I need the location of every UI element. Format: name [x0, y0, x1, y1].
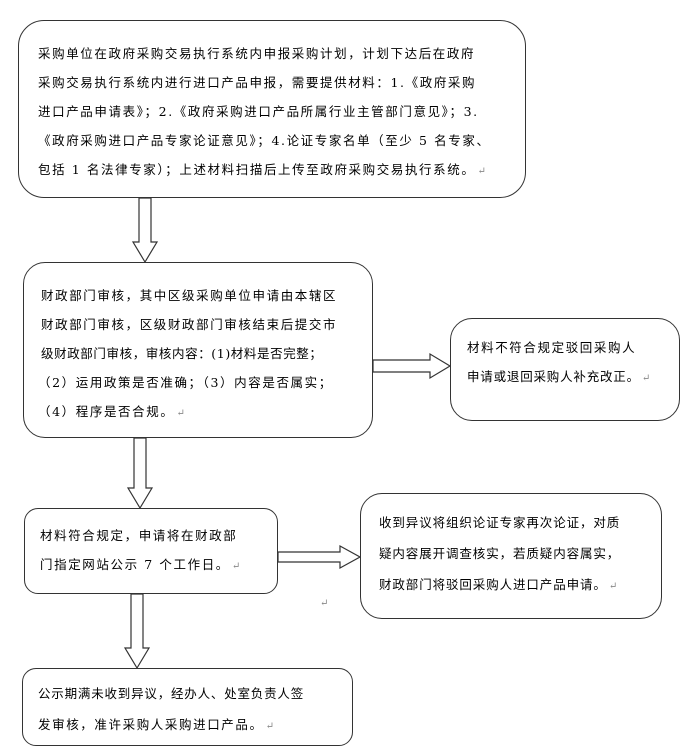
- text-line: 材料符合规定，申请将在财政部: [40, 528, 238, 543]
- text-line: 采购单位在政府采购交易执行系统内申报采购计划，计划下达后在政府: [38, 46, 476, 61]
- arrow-right-1: [372, 352, 452, 380]
- text-line: 财政部门将驳回采购人进口产品申请。: [379, 577, 607, 592]
- return-mark-icon: ↵: [641, 373, 652, 384]
- return-mark-icon: ↵: [320, 598, 329, 609]
- return-mark-icon: ↵: [477, 166, 488, 177]
- text-line: 材料不符合规定驳回采购人: [467, 340, 637, 355]
- text-line: 公示期满未收到异议，经办人、处室负责人签: [38, 686, 305, 701]
- arrow-right-2: [277, 544, 362, 570]
- step-publicize: 材料符合规定，申请将在财政部 门指定网站公示 7 个工作日。↵: [24, 508, 278, 594]
- return-mark-icon: ↵: [265, 721, 276, 732]
- text-line: 申请或退回采购人补充改正。: [467, 369, 640, 384]
- text-line: 财政部门审核，其中区级采购单位申请由本辖区: [41, 288, 338, 303]
- step-objection: 收到异议将组织论证专家再次论证，对质 疑内容展开调查核实，若质疑内容属实， 财政…: [360, 493, 662, 619]
- step-submit-application: 采购单位在政府采购交易执行系统内申报采购计划，计划下达后在政府 采购交易执行系统…: [18, 20, 526, 198]
- arrow-down-2: [126, 437, 154, 510]
- text-line: 进口产品申请表》；2.《政府采购进口产品所属行业主管部门意见》；3.: [38, 104, 479, 119]
- step-reject: 材料不符合规定驳回采购人 申请或退回采购人补充改正。↵: [450, 318, 680, 421]
- text-line: 财政部门审核，区级财政部门审核结束后提交市: [41, 317, 338, 332]
- step-approve: 公示期满未收到异议，经办人、处室负责人签 发审核，准许采购人采购进口产品。↵: [22, 668, 353, 746]
- text-line: 《政府采购进口产品专家论证意见》；4.论证专家名单（至少 5 名专家、: [38, 133, 491, 148]
- arrow-down-1: [131, 197, 159, 264]
- text-line: （4）程序是否合规。: [38, 404, 175, 419]
- step-finance-review: 财政部门审核，其中区级采购单位申请由本辖区 财政部门审核，区级财政部门审核结束后…: [23, 262, 373, 438]
- text-line: 级财政部门审核，审核内容：(1)材料是否完整；: [41, 346, 323, 361]
- text-line: 包括 1 名法律专家）；上述材料扫描后上传至政府采购交易执行系统。: [38, 162, 476, 177]
- text-line: 门指定网站公示 7 个工作日。: [40, 557, 230, 572]
- text-line: 采购交易执行系统内进行进口产品申报，需要提供材料：1.《政府采购: [38, 75, 477, 90]
- return-mark-icon: ↵: [608, 581, 619, 592]
- text-line: （2）运用政策是否准确；（3）内容是否属实；: [38, 375, 333, 390]
- text-line: 疑内容展开调查核实，若质疑内容属实，: [379, 546, 621, 561]
- return-mark-icon: ↵: [176, 408, 187, 419]
- return-mark-icon: ↵: [231, 561, 242, 572]
- arrow-down-3: [123, 593, 151, 670]
- text-line: 收到异议将组织论证专家再次论证，对质: [379, 515, 621, 530]
- text-line: 发审核，准许采购人采购进口产品。: [38, 717, 264, 732]
